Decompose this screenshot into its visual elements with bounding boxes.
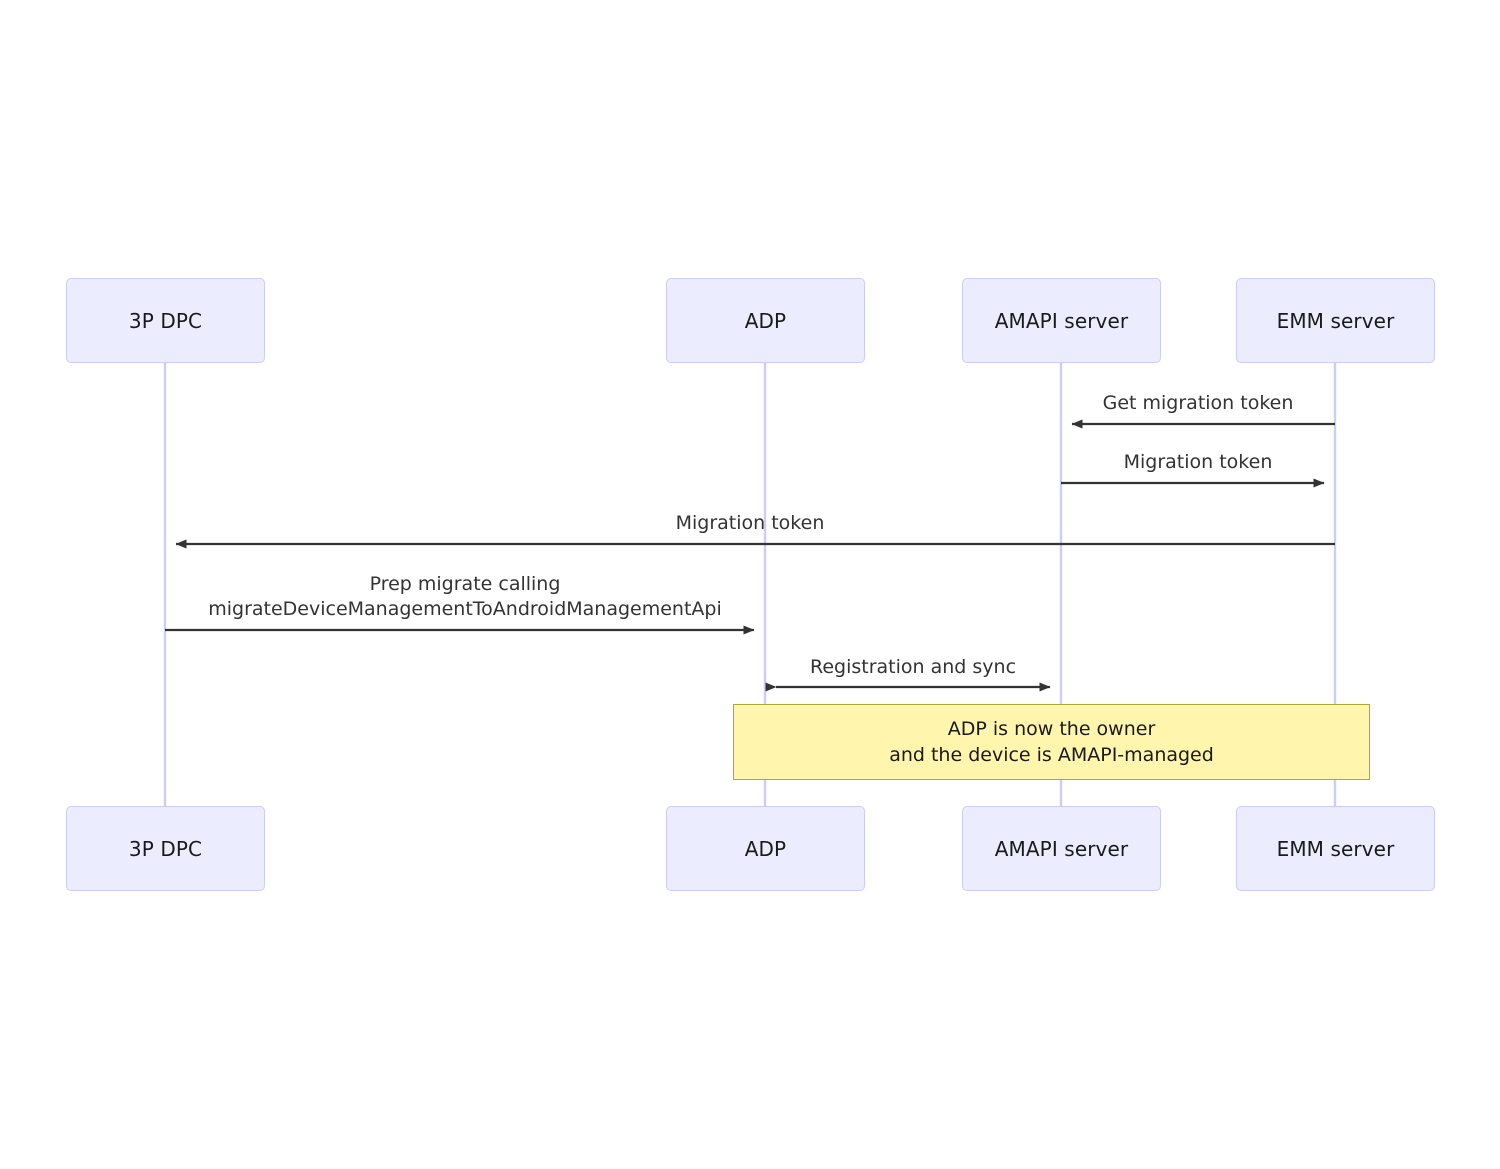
actor-label: EMM server xyxy=(1276,308,1395,333)
note-adp-owner: ADP is now the owner and the device is A… xyxy=(733,704,1370,780)
actor-box-bottom-adp[interactable]: ADP xyxy=(666,806,865,891)
actor-label: AMAPI server xyxy=(994,836,1129,861)
actor-box-top-amapi[interactable]: AMAPI server xyxy=(962,278,1161,363)
note-line-1: ADP is now the owner xyxy=(947,717,1156,740)
actor-box-bottom-dpc[interactable]: 3P DPC xyxy=(66,806,265,891)
actor-label: ADP xyxy=(744,836,787,861)
message-arrows xyxy=(165,419,1335,692)
note-line-2: and the device is AMAPI-managed xyxy=(889,744,1214,766)
actor-label: 3P DPC xyxy=(128,836,203,861)
message-label-prep-migrate: Prep migrate calling migrateDeviceManage… xyxy=(165,572,765,622)
actor-label: EMM server xyxy=(1276,836,1395,861)
actor-box-top-adp[interactable]: ADP xyxy=(666,278,865,363)
message-label-prep-migrate-line1: Prep migrate calling xyxy=(369,573,561,595)
actor-box-bottom-emm[interactable]: EMM server xyxy=(1236,806,1435,891)
message-label-prep-migrate-line2: migrateDeviceManagementToAndroidManageme… xyxy=(208,598,722,621)
message-label-migration-token-to-dpc: Migration token xyxy=(675,512,825,534)
actor-box-bottom-amapi[interactable]: AMAPI server xyxy=(962,806,1161,891)
actor-label: 3P DPC xyxy=(128,308,203,333)
actor-label: AMAPI server xyxy=(994,308,1129,333)
actor-label: ADP xyxy=(744,308,787,333)
actor-box-top-dpc[interactable]: 3P DPC xyxy=(66,278,265,363)
actor-box-top-emm[interactable]: EMM server xyxy=(1236,278,1435,363)
message-label-get-migration-token: Get migration token xyxy=(1102,392,1294,414)
message-label-migration-token-to-emm: Migration token xyxy=(1123,451,1273,473)
message-label-registration-and-sync: Registration and sync xyxy=(809,656,1017,678)
